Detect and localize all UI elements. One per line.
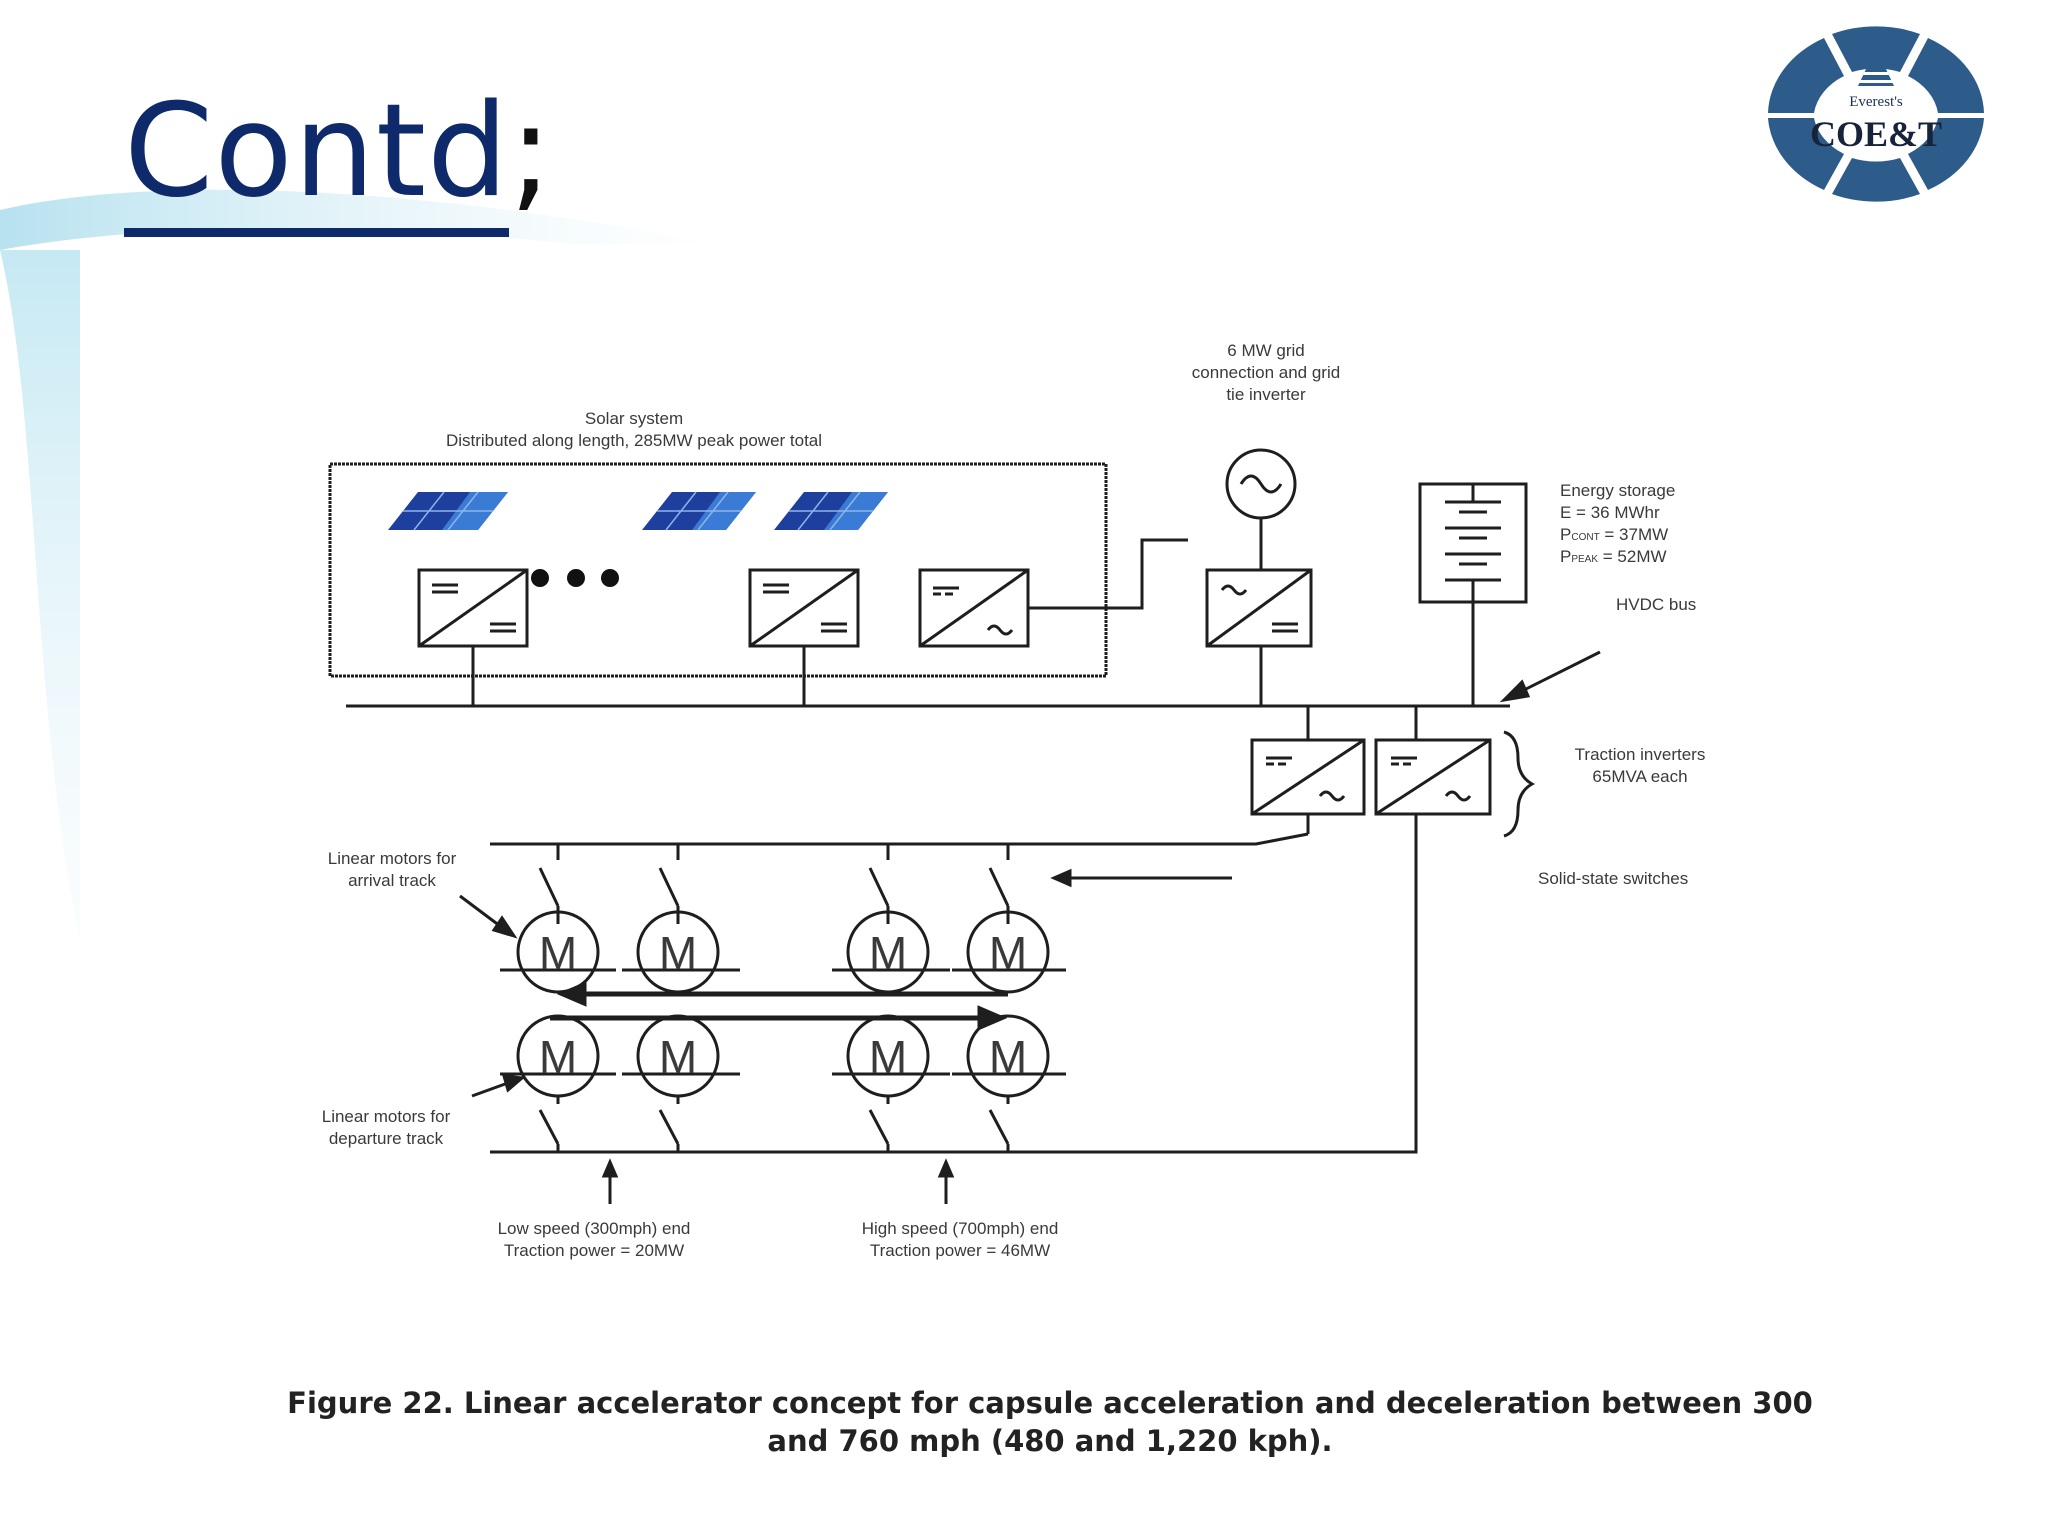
slide-title: Contd; — [124, 77, 553, 237]
grid-label-line2: connection and grid — [1192, 363, 1340, 382]
logo-mountain-icon — [1852, 48, 1900, 86]
arrival-switches — [538, 844, 1010, 924]
grid-tie-inverter — [1205, 448, 1313, 706]
motor-arrival-1: M — [539, 927, 577, 979]
traction-inverters-label-1: Traction inverters — [1575, 745, 1706, 764]
traction-inverter-1 — [1250, 706, 1366, 834]
slide-title-text: Contd — [124, 77, 510, 237]
arrival-direction-arrow — [556, 981, 1008, 1007]
departure-direction-arrow — [550, 1005, 1008, 1031]
figure-caption-line1: Figure 22. Linear accelerator concept fo… — [287, 1386, 1813, 1420]
ellipsis-dots — [531, 569, 619, 587]
arrival-bus-line — [490, 832, 1309, 846]
solar-label-title: Solar system — [585, 409, 683, 428]
hvdc-bus-pointer — [1499, 650, 1601, 703]
solid-state-switches-pointer — [1050, 868, 1232, 888]
college-logo: Everest's COE&T — [1768, 26, 1984, 202]
departure-motors-label-1: Linear motors for — [322, 1107, 451, 1126]
low-speed-label-1: Low speed (300mph) end — [498, 1219, 691, 1238]
motor-arrival-3: M — [869, 927, 907, 979]
high-speed-pointer — [937, 1158, 955, 1204]
swoosh-left — [0, 250, 80, 940]
motor-departure-1: M — [539, 1031, 577, 1083]
motor-arrival-2: M — [659, 927, 697, 979]
traction-inverters-label-2: 65MVA each — [1592, 767, 1687, 786]
storage-label-ppeak: PPEAK = 52MW — [1560, 547, 1667, 566]
solar-system-boundary — [328, 462, 1108, 678]
arrival-motors-pointer — [459, 894, 518, 939]
solid-state-switches-label: Solid-state switches — [1538, 869, 1688, 888]
solar-inverter-3 — [918, 538, 1188, 648]
storage-label-energy: E = 36 MWhr — [1560, 503, 1660, 522]
grid-label-line3: tie inverter — [1226, 385, 1306, 404]
grid-label-line1: 6 MW grid — [1227, 341, 1304, 360]
motor-departure-2: M — [659, 1031, 697, 1083]
diagram-panel-bg — [80, 244, 2048, 1456]
departure-motors-pointer — [471, 1074, 526, 1098]
departure-switches — [538, 1096, 1010, 1152]
arrival-motors — [500, 910, 1066, 994]
hvdc-bus-label: HVDC bus — [1616, 595, 1696, 614]
motor-departure-3: M — [869, 1031, 907, 1083]
low-speed-label-2: Traction power = 20MW — [504, 1241, 684, 1260]
logo-main-text: COE&T — [1810, 114, 1942, 154]
swoosh-top — [0, 189, 720, 262]
motor-departure-4: M — [989, 1031, 1027, 1083]
solar-label-desc: Distributed along length, 285MW peak pow… — [446, 431, 822, 450]
figure-caption-line2: and 760 mph (480 and 1,220 kph). — [767, 1424, 1333, 1458]
high-speed-label-1: High speed (700mph) end — [862, 1219, 1059, 1238]
solar-converter-2 — [748, 568, 860, 706]
logo-ring — [1768, 26, 1984, 202]
arrival-motors-label-1: Linear motors for — [328, 849, 457, 868]
high-speed-label-2: Traction power = 46MW — [870, 1241, 1050, 1260]
logo-small-text: Everest's — [1849, 94, 1903, 110]
slide-title-suffix: ; — [509, 77, 554, 226]
departure-motors — [500, 1014, 1066, 1098]
motor-arrival-4: M — [989, 927, 1027, 979]
solar-panel-2 — [642, 491, 756, 531]
solar-panel-1 — [388, 491, 508, 531]
solar-converter-1 — [417, 568, 529, 706]
storage-label-title: Energy storage — [1560, 481, 1675, 500]
low-speed-pointer — [601, 1158, 619, 1204]
figure-caption: Figure 22. Linear accelerator concept fo… — [250, 1384, 1850, 1460]
linear-accelerator-diagram: M M M M M M M M Solar system Distributed… — [322, 341, 1706, 1260]
arrival-motors-label-2: arrival track — [348, 871, 436, 890]
departure-motors-label-2: departure track — [329, 1129, 444, 1148]
energy-storage-battery — [1418, 482, 1528, 706]
traction-inverter-2 — [490, 706, 1492, 1154]
traction-inverters-brace — [1503, 730, 1536, 838]
solar-panel-3 — [774, 491, 888, 531]
storage-label-pcont: PCONT = 37MW — [1560, 525, 1668, 544]
